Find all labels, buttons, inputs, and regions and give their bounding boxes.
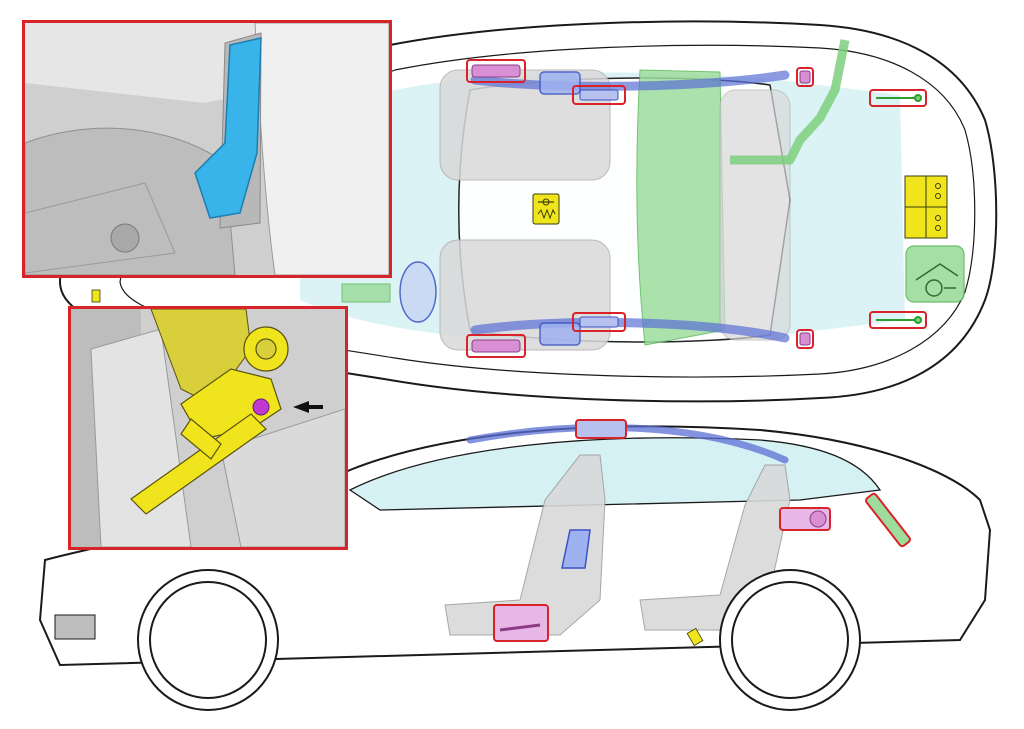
side-view-rear-pretensioner-reel — [809, 510, 827, 528]
occupant-classification-sensor-icon — [532, 193, 560, 225]
top-view-rear-marker — [91, 289, 101, 303]
top-view-rear-wiring — [341, 283, 391, 303]
side-view-rear-sensor — [865, 492, 911, 548]
top-view-side-airbag-left — [539, 71, 581, 95]
side-view-front-grille — [54, 614, 96, 640]
seat-side-airbag-illustration — [25, 23, 389, 275]
side-view-pretensioner-rod — [499, 623, 541, 632]
seatbelt-pretensioner-illustration — [71, 309, 345, 547]
side-view-yellow-marker — [686, 627, 704, 647]
seat-side-airbag-detail — [22, 20, 392, 278]
top-view-curtain-airbag-left — [470, 70, 790, 91]
side-view-curtain-sensor-box — [575, 419, 627, 439]
side-view-pretensioner-box — [493, 604, 549, 642]
top-view-steering-wheel — [399, 261, 437, 323]
side-view — [38, 419, 992, 711]
side-view-curtain-airbag — [466, 423, 789, 464]
top-view-body-inner-line — [119, 44, 976, 378]
top-view-side-airbag-right — [539, 322, 581, 346]
inset-side-airbag-module — [194, 37, 262, 219]
side-view-side-airbag — [561, 529, 591, 569]
inset-pretensioner-assembly — [130, 326, 289, 515]
top-view-rear-seats — [719, 89, 791, 341]
top-view-rear-seat-wiring-zone — [636, 69, 726, 346]
restraint-control-module-icon — [904, 175, 948, 239]
side-view-wheels — [137, 569, 861, 711]
top-view-wiring-harness — [730, 39, 850, 165]
top-view-curtain-airbag-right — [470, 317, 790, 343]
inset-initiator-connector — [252, 398, 270, 416]
top-view-seatbelt-pretensioners — [471, 64, 811, 353]
top-view-roof-sensors — [579, 89, 619, 328]
top-view-highlight-boxes — [466, 59, 927, 358]
seatbelt-pretensioner-detail — [68, 306, 348, 550]
top-view-front-impact-sensors — [876, 94, 922, 324]
hood-pedestrian-icon — [905, 245, 965, 303]
inset-pointer-arrow — [293, 401, 323, 413]
